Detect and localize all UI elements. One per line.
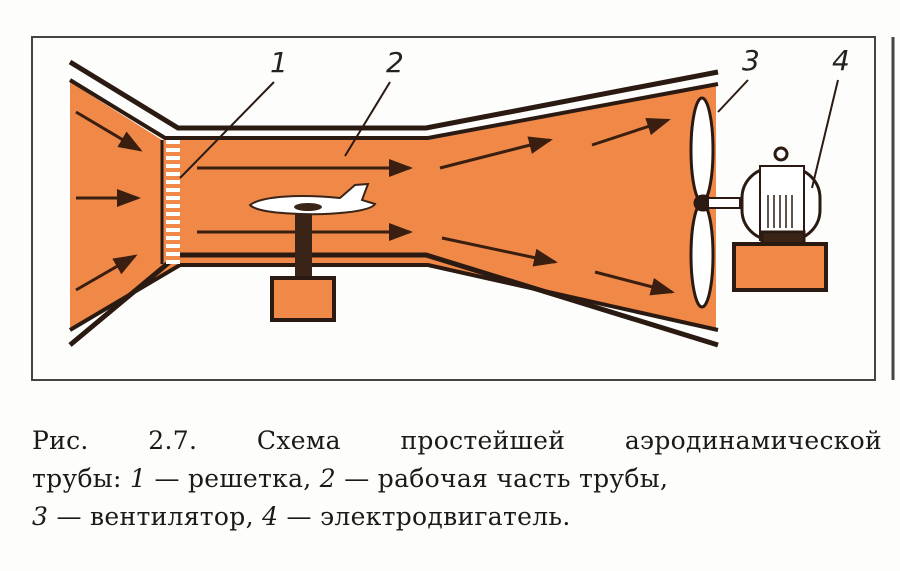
caption-prefix: Рис. 2.7. bbox=[32, 426, 198, 455]
airplane-model-icon bbox=[248, 182, 377, 216]
leader-4 bbox=[811, 79, 839, 189]
label-3: 3 bbox=[742, 44, 760, 77]
leader-2 bbox=[344, 81, 391, 157]
leader-1 bbox=[179, 81, 275, 179]
label-2: 2 bbox=[386, 46, 404, 79]
figure-frame bbox=[31, 36, 876, 381]
item-3-text: — вентилятор, bbox=[56, 502, 254, 531]
leader-3 bbox=[717, 79, 749, 113]
motor-base bbox=[732, 242, 828, 292]
item-2-num: 2 bbox=[319, 464, 336, 493]
caption-title: Схема простейшей аэродинамической bbox=[256, 426, 882, 455]
tunnel-airflow bbox=[70, 82, 716, 330]
item-3-num: 3 bbox=[32, 502, 49, 531]
electric-motor-icon bbox=[732, 146, 828, 292]
item-1-text: — решетка, bbox=[154, 464, 312, 493]
item-2-text: — рабочая часть трубы, bbox=[344, 464, 669, 493]
wind-tunnel-diagram: 1 2 3 4 bbox=[31, 36, 895, 381]
stand-base bbox=[270, 276, 336, 322]
caption-title-cont: трубы: bbox=[32, 464, 122, 493]
label-1: 1 bbox=[270, 46, 288, 79]
honeycomb-grid bbox=[166, 140, 180, 264]
item-4-num: 4 bbox=[262, 502, 279, 531]
item-4-text: — электродвигатель. bbox=[286, 502, 571, 531]
propeller-icon bbox=[689, 96, 741, 309]
item-1-num: 1 bbox=[129, 464, 147, 493]
model-stand bbox=[295, 212, 312, 278]
figure-caption: Рис. 2.7. Схема простейшей аэродинамичес… bbox=[32, 422, 882, 536]
label-4: 4 bbox=[832, 44, 850, 77]
